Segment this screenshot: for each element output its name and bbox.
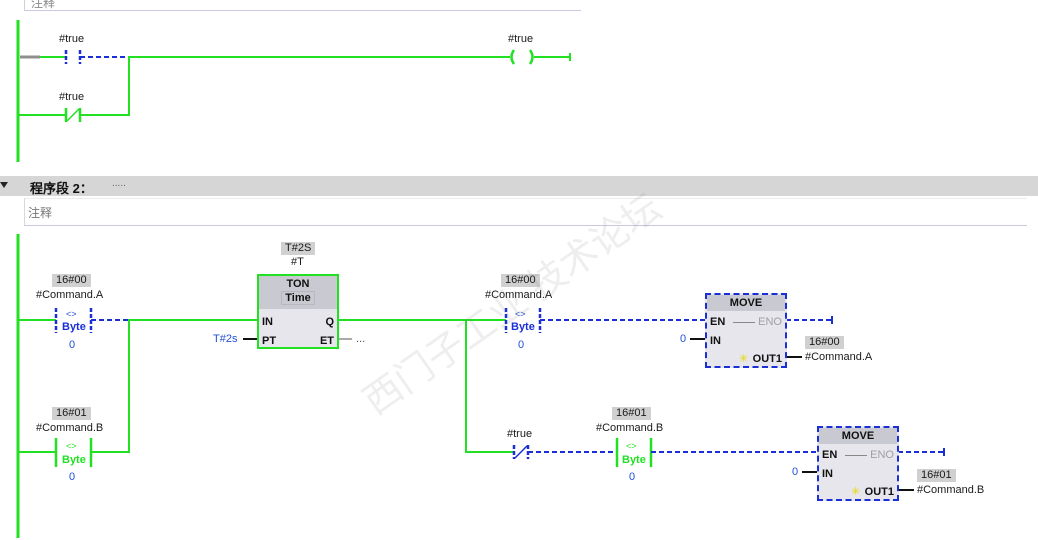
ton-timer-block[interactable]: TON Time IN PT Q ET	[257, 274, 339, 349]
pin-in: IN	[262, 316, 273, 328]
cmp-a2-value: 16#00	[501, 274, 540, 287]
cmp-a-type: Byte	[62, 321, 86, 333]
et-value[interactable]: ...	[356, 333, 366, 345]
cmp-a2-compare-value[interactable]: 0	[518, 339, 525, 351]
cmp-a2-type: Byte	[511, 321, 535, 333]
move-b-in: IN	[822, 468, 833, 480]
move-a-in: IN	[710, 335, 721, 347]
collapse-triangle-icon[interactable]	[0, 182, 8, 188]
move-b-title: MOVE	[819, 428, 897, 444]
move-a-block[interactable]: MOVE EN ENO IN ✳ OUT1	[705, 293, 787, 368]
timer-instance[interactable]: #T	[291, 256, 304, 268]
cmp-a-compare-value[interactable]: 0	[69, 339, 76, 351]
cmp-b-op: <>	[66, 441, 77, 451]
cmp-b-value: 16#01	[52, 407, 91, 420]
move-b-out-operand[interactable]: #Command.B	[917, 484, 985, 496]
cmp-b-operand[interactable]: #Command.B	[36, 422, 104, 434]
timer-type: TON	[286, 278, 310, 290]
move-b-eno: ENO	[870, 449, 894, 461]
network2-header[interactable]: 程序段 2： .....	[0, 176, 1038, 196]
timer-subtype[interactable]: Time	[281, 291, 315, 305]
timer-value: T#2S	[281, 242, 316, 255]
pin-q: Q	[325, 316, 334, 328]
network2-title: 程序段 2：	[30, 181, 93, 196]
move-b-block[interactable]: MOVE EN ENO IN ✳ OUT1	[817, 426, 899, 501]
network1-comment[interactable]: 注释	[24, 0, 581, 11]
no-contact-true	[64, 50, 82, 64]
pt-value[interactable]: T#2s	[213, 333, 238, 345]
add-output-star-icon[interactable]: ✳	[739, 353, 749, 365]
move-a-title: MOVE	[707, 295, 785, 311]
nc-contact-label: #true	[59, 91, 85, 103]
move-a-in-value[interactable]: 0	[680, 333, 687, 345]
move-b-out-value: 16#01	[917, 469, 956, 482]
cmp-b2-value: 16#01	[612, 407, 651, 420]
cmp-a-op: <>	[66, 309, 77, 319]
move-a-eno: ENO	[758, 316, 782, 328]
pin-et: ET	[319, 335, 334, 347]
add-output-star-icon[interactable]: ✳	[851, 486, 861, 498]
move-b-en: EN	[822, 449, 838, 461]
cmp-b2-op: <>	[626, 441, 637, 451]
nc-true-label-2: #true	[507, 428, 533, 440]
no-contact-label: #true	[59, 33, 85, 45]
cmp-a-operand[interactable]: #Command.A	[36, 289, 104, 301]
cmp-b2-compare-value[interactable]: 0	[629, 471, 636, 483]
coil-label: #true	[508, 33, 534, 45]
pin-pt: PT	[262, 335, 277, 347]
move-b-out: OUT1	[864, 486, 894, 498]
nc-contact-true	[64, 108, 82, 122]
move-a-en: EN	[710, 316, 726, 328]
move-b-in-value[interactable]: 0	[792, 466, 799, 478]
move-a-out-value: 16#00	[805, 336, 844, 349]
cmp-b-type: Byte	[62, 454, 86, 466]
cmp-b-compare-value[interactable]: 0	[69, 471, 76, 483]
coil-true	[510, 49, 534, 65]
cmp-a2-op: <>	[515, 309, 526, 319]
cmp-a-value: 16#00	[52, 274, 91, 287]
move-a-out-operand[interactable]: #Command.A	[805, 351, 873, 363]
cmp-b2-type: Byte	[622, 454, 646, 466]
network2-header-comment[interactable]: .....	[112, 178, 126, 189]
cmp-b2-operand[interactable]: #Command.B	[596, 422, 664, 434]
cmp-a2-operand[interactable]: #Command.A	[485, 289, 553, 301]
move-a-out: OUT1	[752, 353, 782, 365]
nc-true-contact-2	[512, 445, 530, 459]
network2-comment[interactable]: 注释	[24, 198, 1027, 226]
